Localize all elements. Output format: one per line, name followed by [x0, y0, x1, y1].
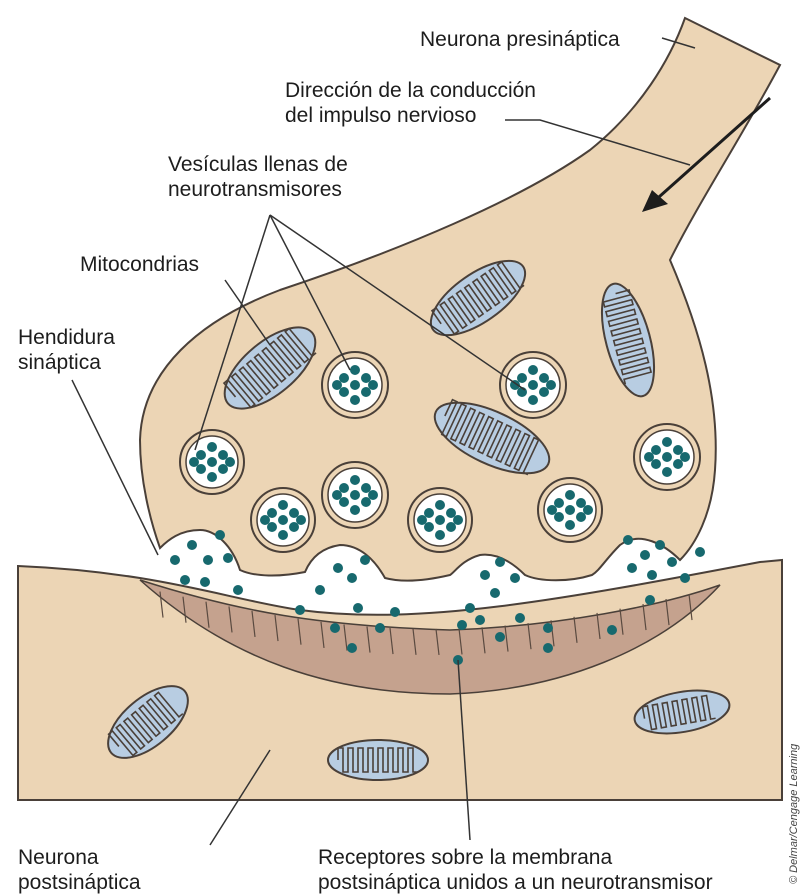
label-presynaptic: Neurona presináptica [420, 27, 620, 52]
neurotransmitter-molecule [475, 615, 485, 625]
synaptic-vesicle [322, 352, 388, 418]
neurotransmitter-molecule [667, 557, 677, 567]
neurotransmitter-molecule [495, 557, 505, 567]
label-mitochondria: Mitocondrias [80, 252, 199, 277]
neurotransmitter-molecule [680, 573, 690, 583]
neurotransmitter-molecule [223, 553, 233, 563]
neurotransmitter-molecule [457, 620, 467, 630]
neurotransmitter-molecule [627, 563, 637, 573]
neurotransmitter-molecule [515, 613, 525, 623]
neurotransmitter-molecule [215, 530, 225, 540]
neurotransmitter-molecule [375, 623, 385, 633]
neurotransmitter-molecule [695, 547, 705, 557]
mitochondrion [328, 740, 428, 780]
neurotransmitter-molecule [510, 573, 520, 583]
neurotransmitter-molecule [465, 603, 475, 613]
neurotransmitter-molecule [330, 623, 340, 633]
synaptic-vesicle [500, 352, 566, 418]
copyright-credit: © Delmar/Cengage Learning [788, 744, 800, 884]
synaptic-vesicle [408, 488, 472, 552]
neurotransmitter-molecule [187, 540, 197, 550]
synaptic-vesicle [180, 430, 244, 494]
neurotransmitter-molecule [295, 605, 305, 615]
neurotransmitter-molecule [360, 555, 370, 565]
neurotransmitter-molecule [315, 585, 325, 595]
neurotransmitter-molecule [655, 540, 665, 550]
neurotransmitter-molecule [645, 595, 655, 605]
neurotransmitter-molecule [390, 607, 400, 617]
neurotransmitter-molecule [480, 570, 490, 580]
neurotransmitter-molecule [170, 555, 180, 565]
neurotransmitter-molecule [640, 550, 650, 560]
neurotransmitter-molecule [490, 588, 500, 598]
neurotransmitter-molecule [347, 573, 357, 583]
neurotransmitter-molecule [333, 563, 343, 573]
neurotransmitter-molecule [543, 643, 553, 653]
neurotransmitter-molecule [200, 577, 210, 587]
neurotransmitter-molecule [647, 570, 657, 580]
synaptic-vesicle [251, 488, 315, 552]
neurotransmitter-molecule [180, 575, 190, 585]
neurotransmitter-molecule [203, 555, 213, 565]
neurotransmitter-molecule [543, 623, 553, 633]
synaptic-vesicle [634, 424, 700, 490]
neurotransmitter-molecule [607, 625, 617, 635]
neurotransmitter-molecule [495, 632, 505, 642]
synaptic-vesicle [322, 462, 388, 528]
synaptic-vesicle [538, 478, 602, 542]
neurotransmitter-molecule [233, 585, 243, 595]
neurotransmitter-molecule [353, 603, 363, 613]
neurotransmitter-molecule [623, 535, 633, 545]
neurotransmitter-molecule [347, 643, 357, 653]
